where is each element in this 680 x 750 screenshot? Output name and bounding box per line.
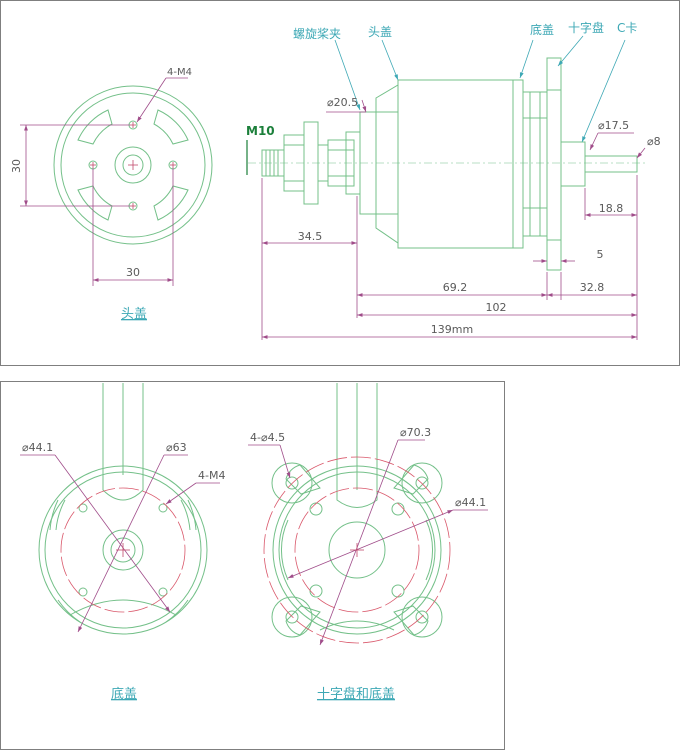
cross-dia-inner: ⌀44.1	[455, 496, 486, 509]
cross-view-dims	[248, 439, 488, 646]
side-callouts	[334, 35, 626, 143]
dim-len-total: 139mm	[431, 323, 473, 336]
bottom-bolt-circle	[60, 487, 186, 613]
thread-label: M10	[246, 124, 275, 138]
bottom-view	[38, 383, 208, 635]
label-prop-adapter: 螺旋桨夹	[293, 27, 341, 41]
dim-dia-mount: ⌀17.5	[598, 119, 629, 132]
dim-dia-shaft: ⌀8	[647, 135, 661, 148]
bottom-center-mark	[116, 543, 130, 557]
side-dims	[261, 99, 646, 340]
dim-len-rear: 32.8	[580, 281, 605, 294]
bottom-dia-outer: ⌀63	[166, 441, 187, 454]
dim-dia-head: ⌀20.5	[327, 96, 358, 109]
label-cross-mount: 十字盘	[568, 20, 604, 35]
front-view-caption: 头盖	[121, 307, 147, 322]
front-view	[53, 85, 213, 245]
dim-len-plate: 5	[597, 248, 604, 261]
bottom-view-dims	[20, 454, 220, 633]
cross-center-mark	[350, 543, 364, 557]
cross-dia-outer: ⌀70.3	[400, 426, 431, 439]
label-head-cover: 头盖	[368, 25, 392, 39]
cross-view-caption: 十字盘和底盖	[317, 686, 395, 702]
bottom-dia-inner: ⌀44.1	[22, 441, 53, 454]
front-hole-label: 4-M4	[167, 67, 192, 78]
dim-len-adapter: 34.5	[298, 230, 323, 243]
front-dim-vertical: 30	[10, 159, 23, 173]
label-bottom-cover: 底盖	[530, 22, 554, 37]
dim-len-mid: 102	[486, 301, 507, 314]
label-c-clip: C卡	[617, 21, 637, 35]
top-frame	[0, 0, 680, 366]
dim-len-shaft-step: 18.8	[599, 202, 624, 215]
bottom-hole-label: 4-M4	[198, 469, 225, 482]
front-dim-horizontal: 30	[126, 266, 140, 279]
dim-len-body: 69.2	[443, 281, 468, 294]
front-view-dims	[20, 77, 188, 286]
bottom-view-caption: 底盖	[111, 686, 137, 702]
front-view-marks	[90, 122, 176, 209]
cross-view	[271, 383, 443, 638]
cross-hole-label: 4-⌀4.5	[250, 431, 285, 444]
